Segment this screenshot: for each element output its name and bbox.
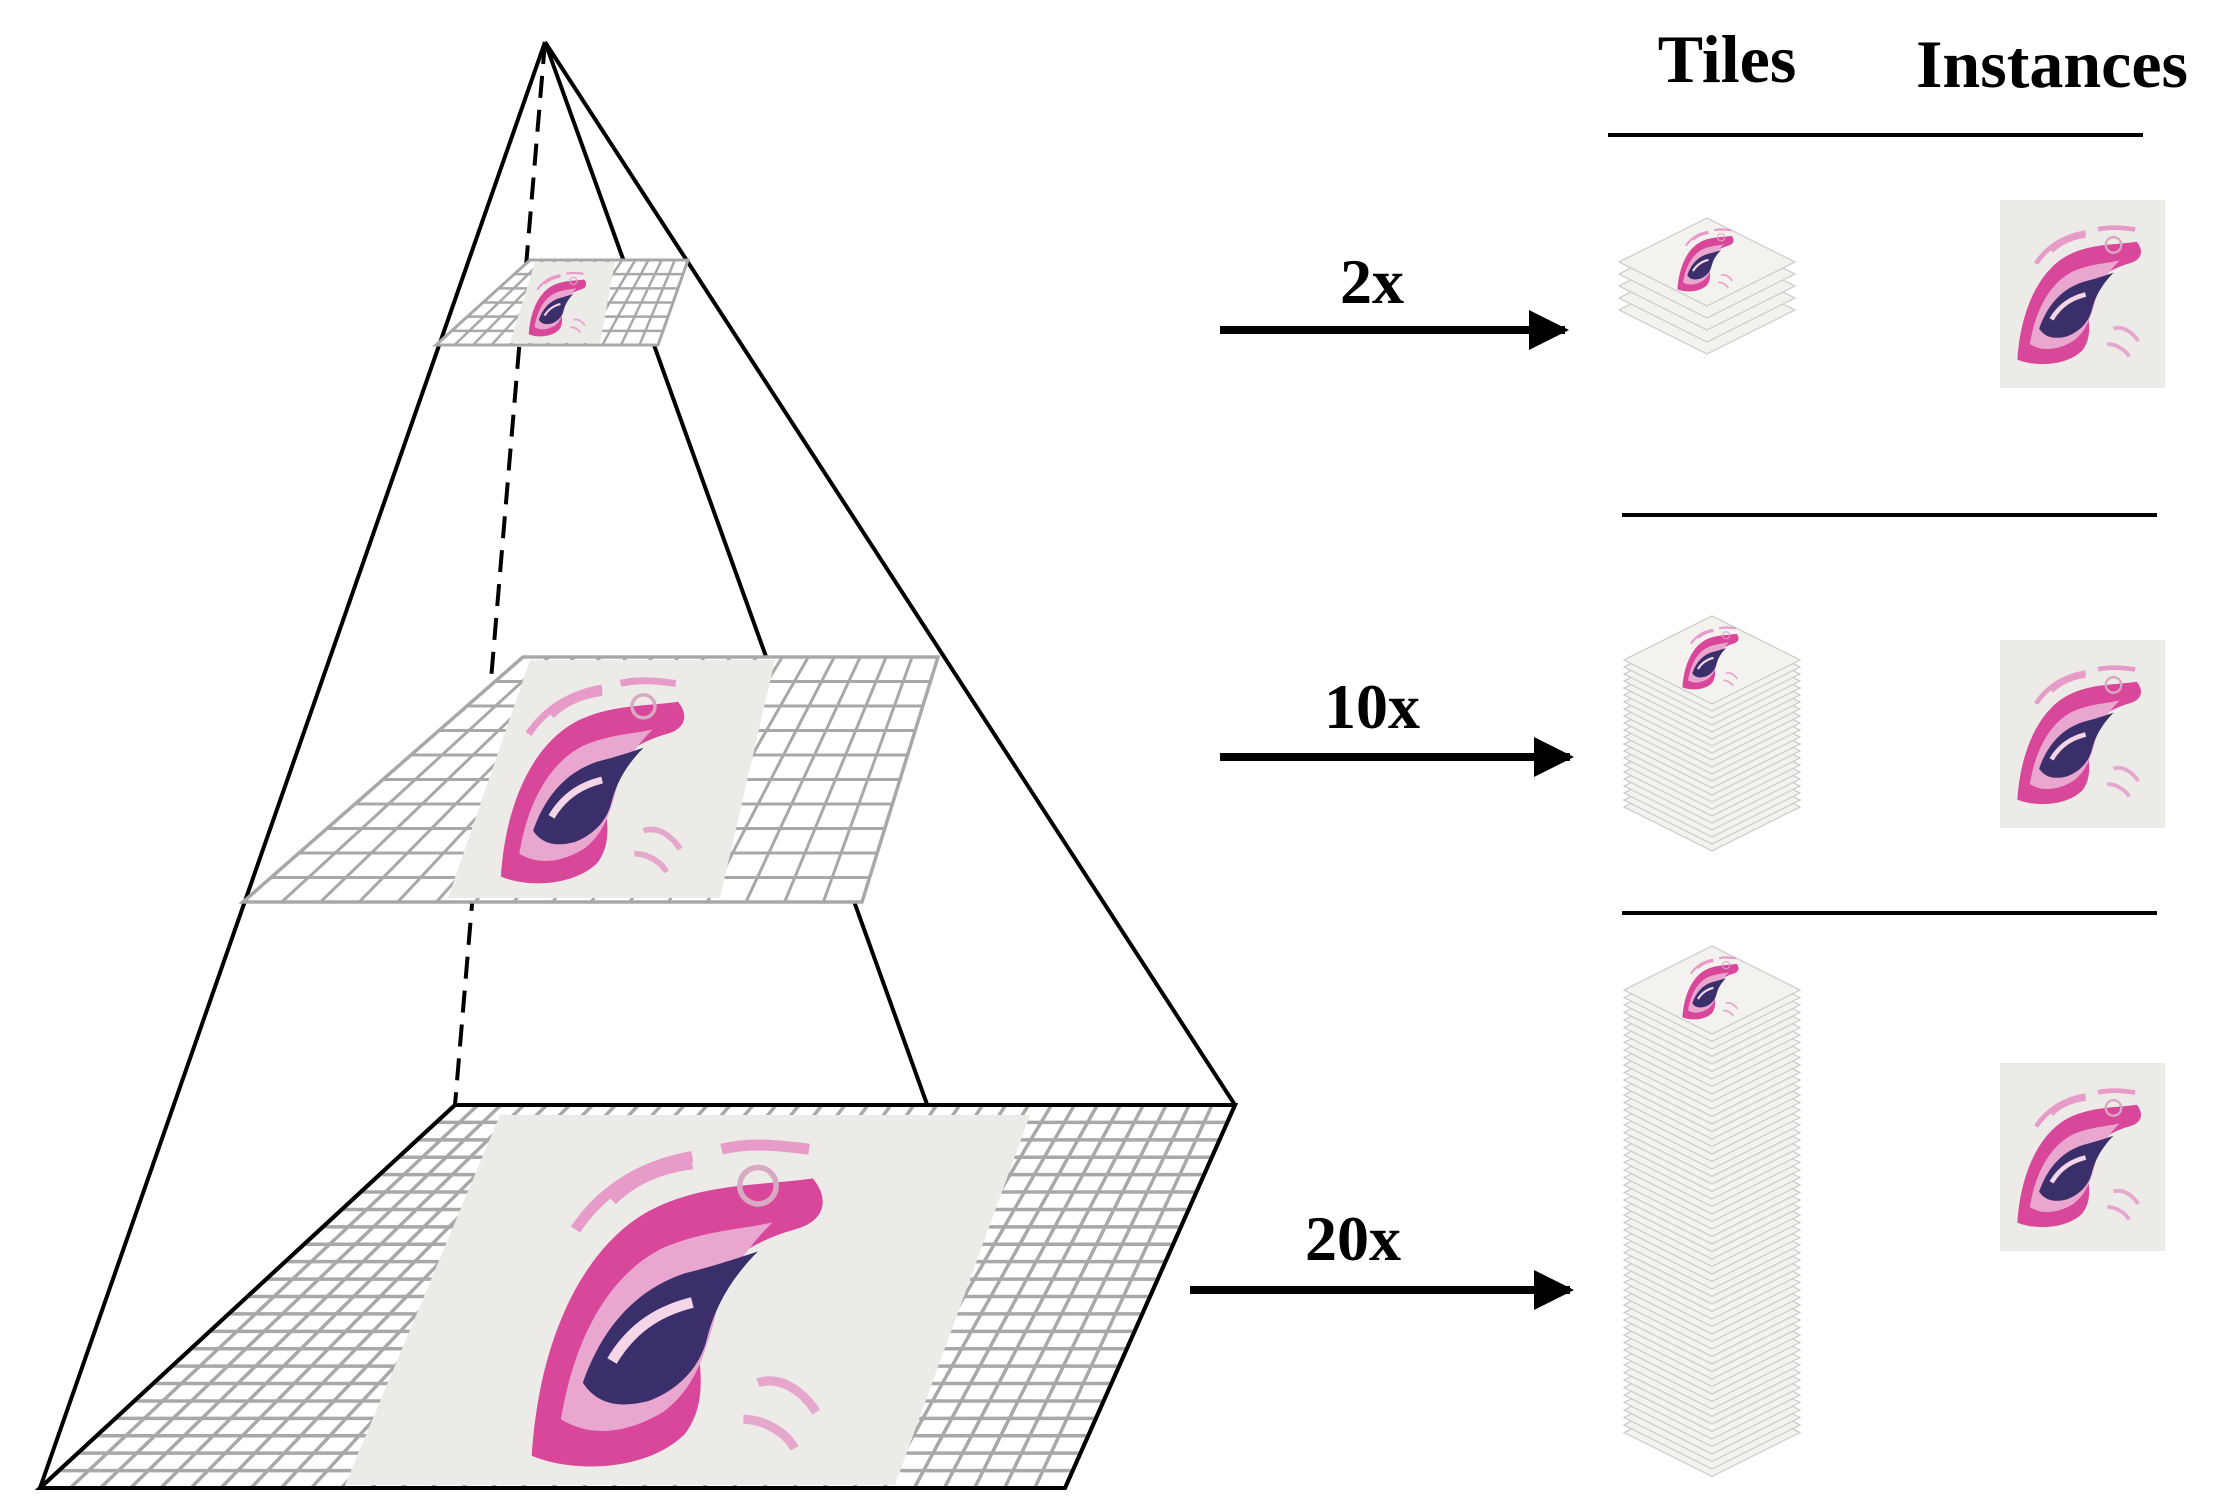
svg-text:Tiles: Tiles	[1658, 21, 1797, 97]
tile-stack-20x	[1622, 945, 1802, 1478]
arrow-2x: 2x	[1220, 246, 1569, 350]
tiles-header: Tiles	[1658, 21, 1797, 97]
arrow-10x: 10x	[1220, 671, 1574, 777]
instance-thumbnail-20x	[2000, 1063, 2165, 1251]
magnification-label-20x: 20x	[1305, 1203, 1401, 1274]
section-separators	[1608, 133, 2157, 915]
magnification-label-2x: 2x	[1340, 246, 1404, 317]
instance-thumbnail-2x	[2000, 200, 2165, 388]
svg-text:Instances: Instances	[1916, 26, 2188, 102]
arrow-20x: 20x	[1190, 1203, 1574, 1310]
tile-stack-2x	[1617, 217, 1797, 355]
magnification-label-10x: 10x	[1324, 671, 1420, 742]
middle-layer-10x	[238, 655, 941, 904]
base-layer-20x	[34, 1103, 1239, 1490]
top-layer-2x	[432, 258, 691, 347]
instance-thumbnail-10x	[2000, 640, 2165, 828]
tile-stack-10x	[1622, 615, 1802, 852]
instances-header: Instances	[1916, 26, 2188, 102]
